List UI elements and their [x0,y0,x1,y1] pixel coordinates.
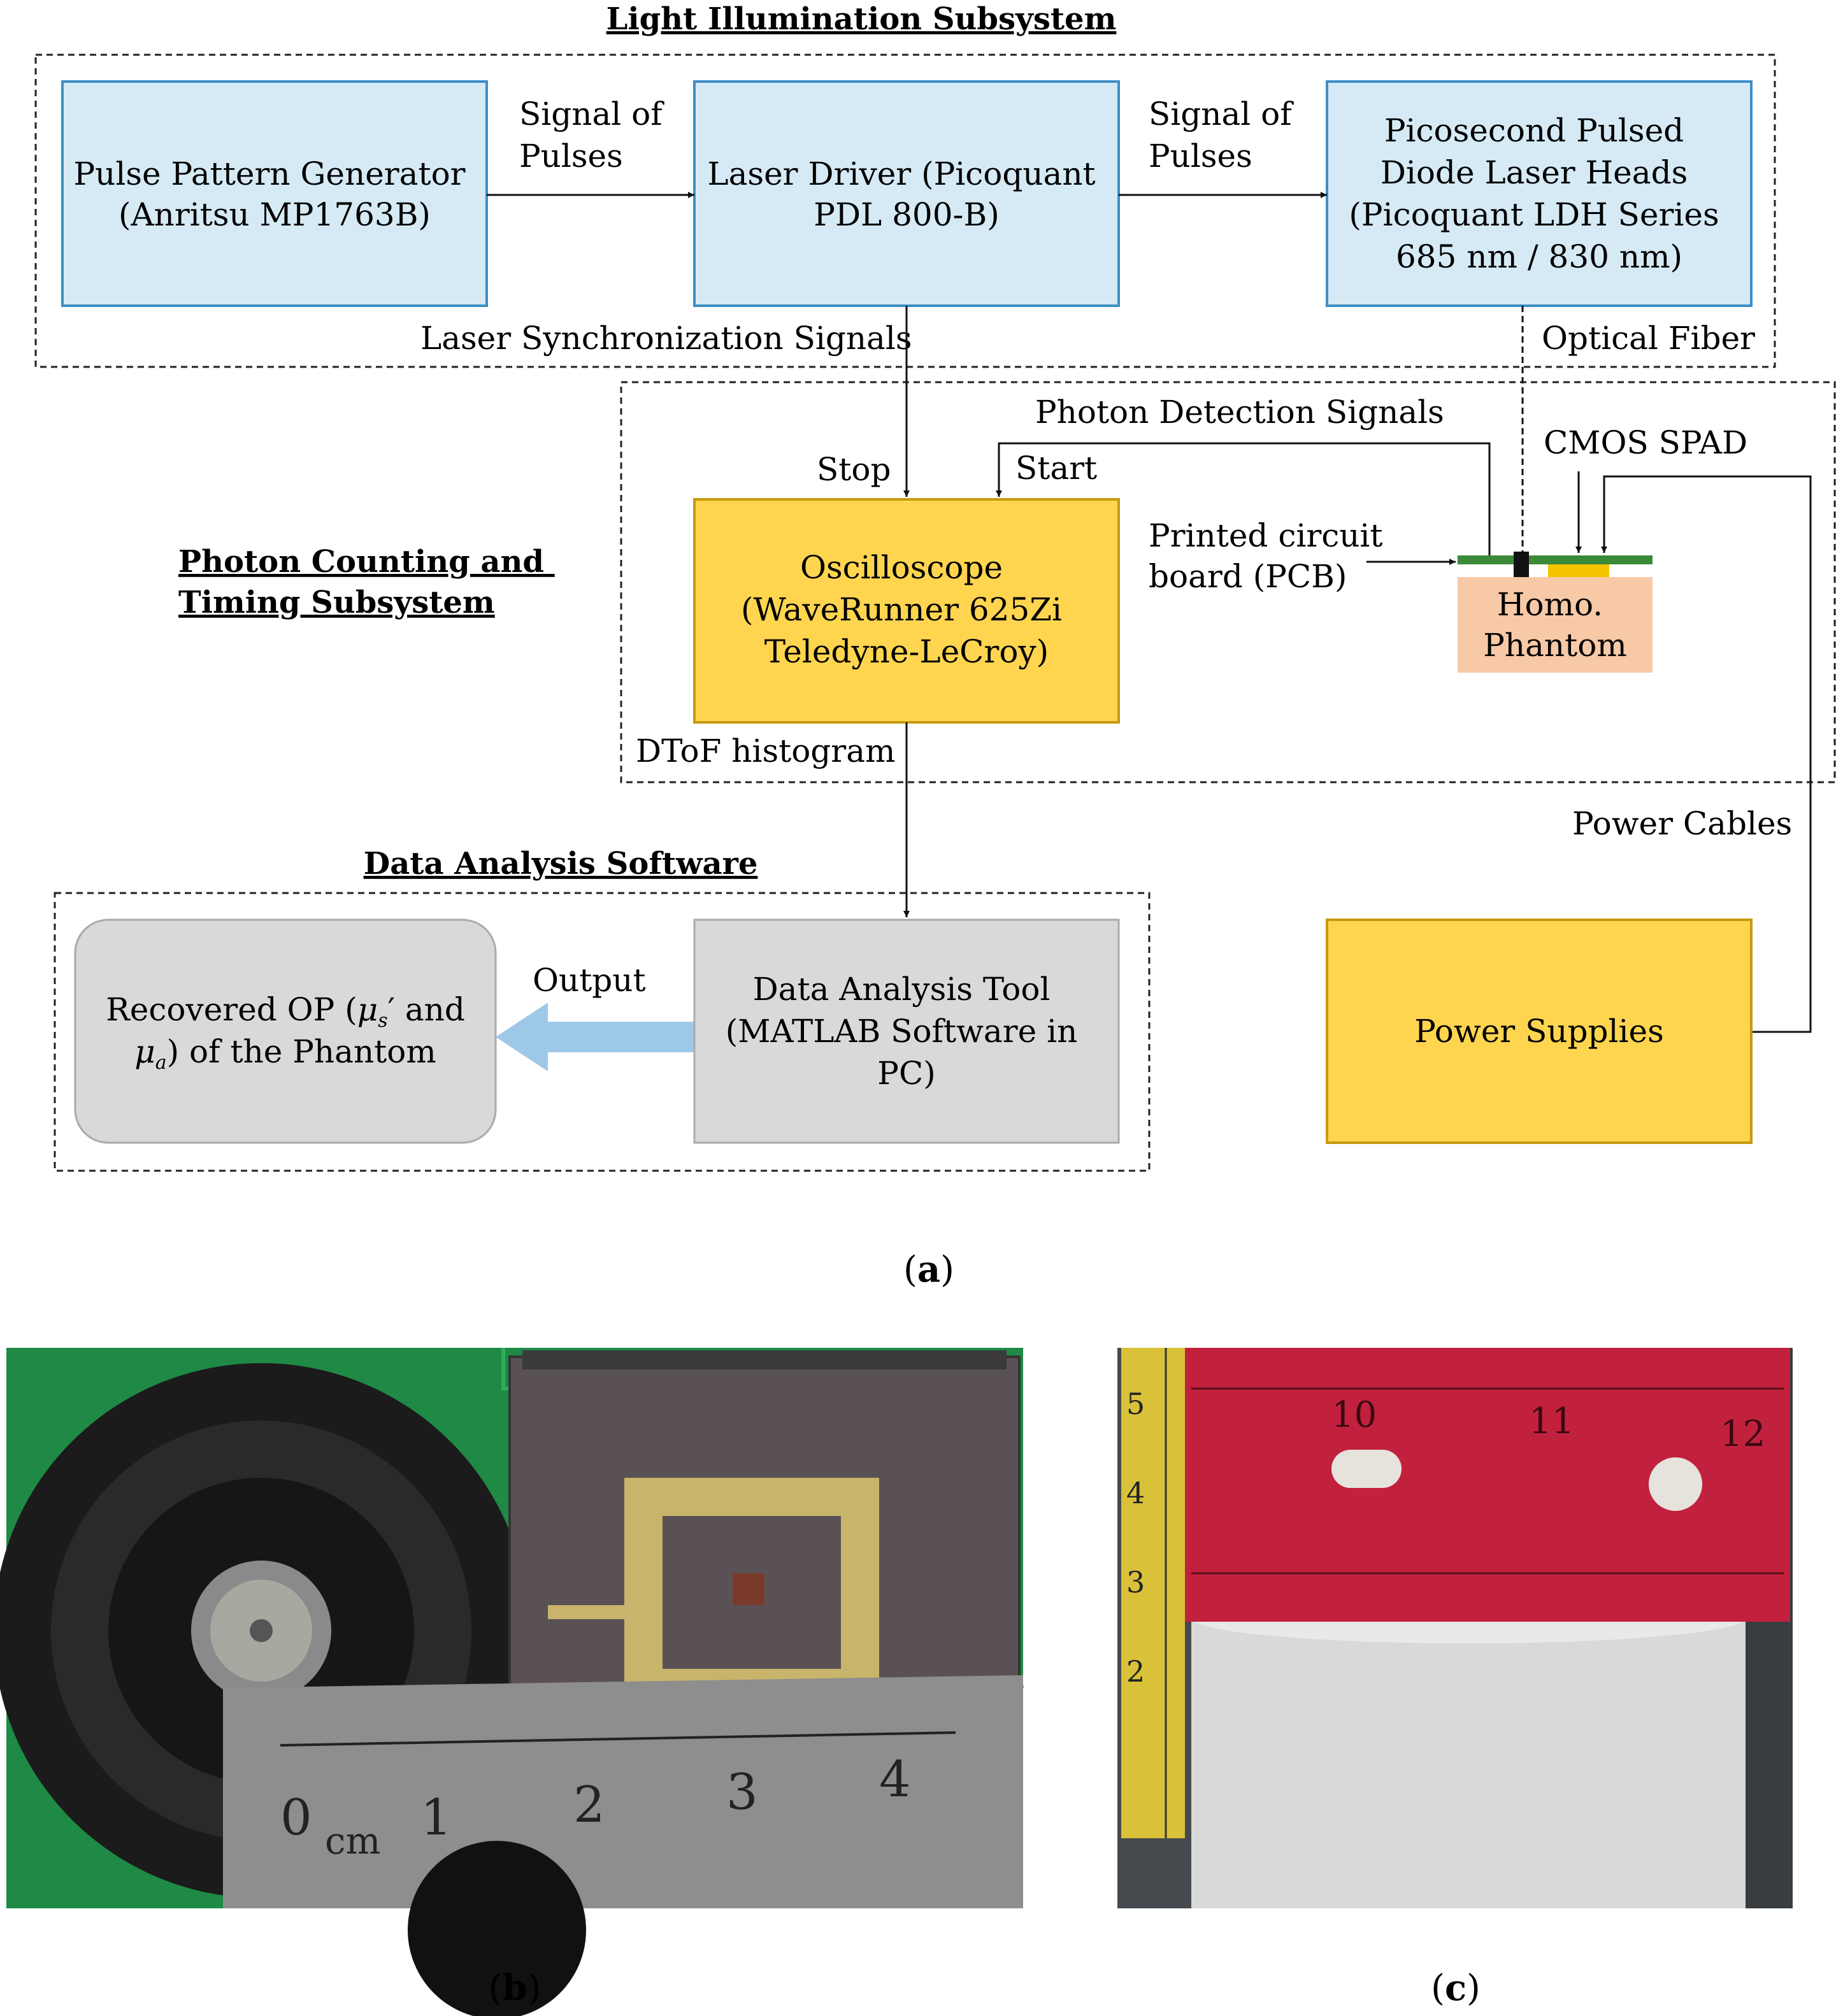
photon-detection-line [996,442,1491,559]
stop-label: Stop [817,451,891,488]
svg-text:11: 11 [1529,1401,1574,1442]
recovered-op-line2: μa) of the Phantom [134,1033,436,1074]
photo-c-phantom-ruler: 10 11 12 5 4 3 2 [1117,1348,1793,1908]
svg-text:2: 2 [573,1777,605,1834]
laser-heads-box [1326,80,1753,307]
laser-driver-label: Laser Driver (Picoquant PDL 800-B) [707,155,1105,233]
power-supplies-box [1326,919,1753,1144]
photo-b-pcb-ruler: 0 cm 1 2 3 4 [0,1348,1024,2016]
photon-subsystem-title: Photon Counting and Timing Subsystem [178,544,555,620]
spad-chip [1548,564,1609,577]
laser-driver-box [693,80,1120,307]
svg-text:12: 12 [1720,1413,1765,1455]
recovered-op-box [74,919,497,1144]
pcb-label: Printed circuit board (PCB) [1149,517,1393,595]
light-subsystem-title: Light Illumination Subsystem [606,1,1117,37]
oscilloscope-label: Oscilloscope (WaveRunner 625Zi Teledyne-… [741,549,1072,670]
svg-text:cm: cm [325,1819,380,1862]
cmos-spad-label: CMOS SPAD [1544,424,1747,461]
svg-text:3: 3 [726,1764,758,1821]
svg-text:0: 0 [280,1789,312,1847]
recovered-op-line1: Recovered OP (μs′ and [106,991,465,1032]
svg-text:5: 5 [1126,1387,1145,1421]
analysis-subsystem-boundary [54,892,1151,1172]
caption-a: (a) [903,1248,954,1290]
analysis-tool-box [693,919,1120,1144]
signal-of-pulses-1: Signal of Pulses [519,96,673,175]
dtof-label: DToF histogram [636,733,895,769]
phantom-label: Homo. Phantom [1483,586,1626,664]
photon-subsystem-boundary [620,381,1836,783]
caption-b: (b) [489,1967,541,2009]
light-subsystem-boundary [34,54,1776,368]
pcb-board [1458,555,1653,564]
laser-sync-label: Laser Synchronization Signals [420,320,912,357]
svg-text:4: 4 [879,1751,911,1808]
oscilloscope-box [693,498,1120,724]
fiber-connector [1514,552,1529,577]
pulse-generator-label: Pulse Pattern Generator (Anritsu MP1763B… [74,155,476,233]
analysis-tool-label: Data Analysis Tool (MATLAB Software in P… [726,971,1087,1092]
svg-text:10: 10 [1331,1394,1377,1436]
start-label: Start [1015,450,1097,487]
laser-heads-label: Picosecond Pulsed Diode Laser Heads (Pic… [1349,112,1729,275]
photon-detection-label: Photon Detection Signals [1035,394,1444,431]
power-cable-line [1601,475,1812,1033]
signal-of-pulses-2: Signal of Pulses [1149,96,1302,175]
output-arrow [496,1003,694,1071]
svg-text:2: 2 [1126,1654,1145,1689]
phantom-block [1458,577,1653,673]
optical-fiber-label: Optical Fiber [1542,320,1755,357]
svg-text:4: 4 [1126,1476,1145,1510]
svg-text:3: 3 [1126,1565,1145,1599]
power-supplies-label: Power Supplies [1414,1013,1664,1050]
pulse-generator-box [61,80,488,307]
output-label: Output [533,962,646,999]
analysis-subsystem-title: Data Analysis Software [364,846,758,882]
caption-c: (c) [1431,1967,1481,2009]
power-cables-label: Power Cables [1572,805,1792,842]
svg-text:1: 1 [420,1789,452,1847]
